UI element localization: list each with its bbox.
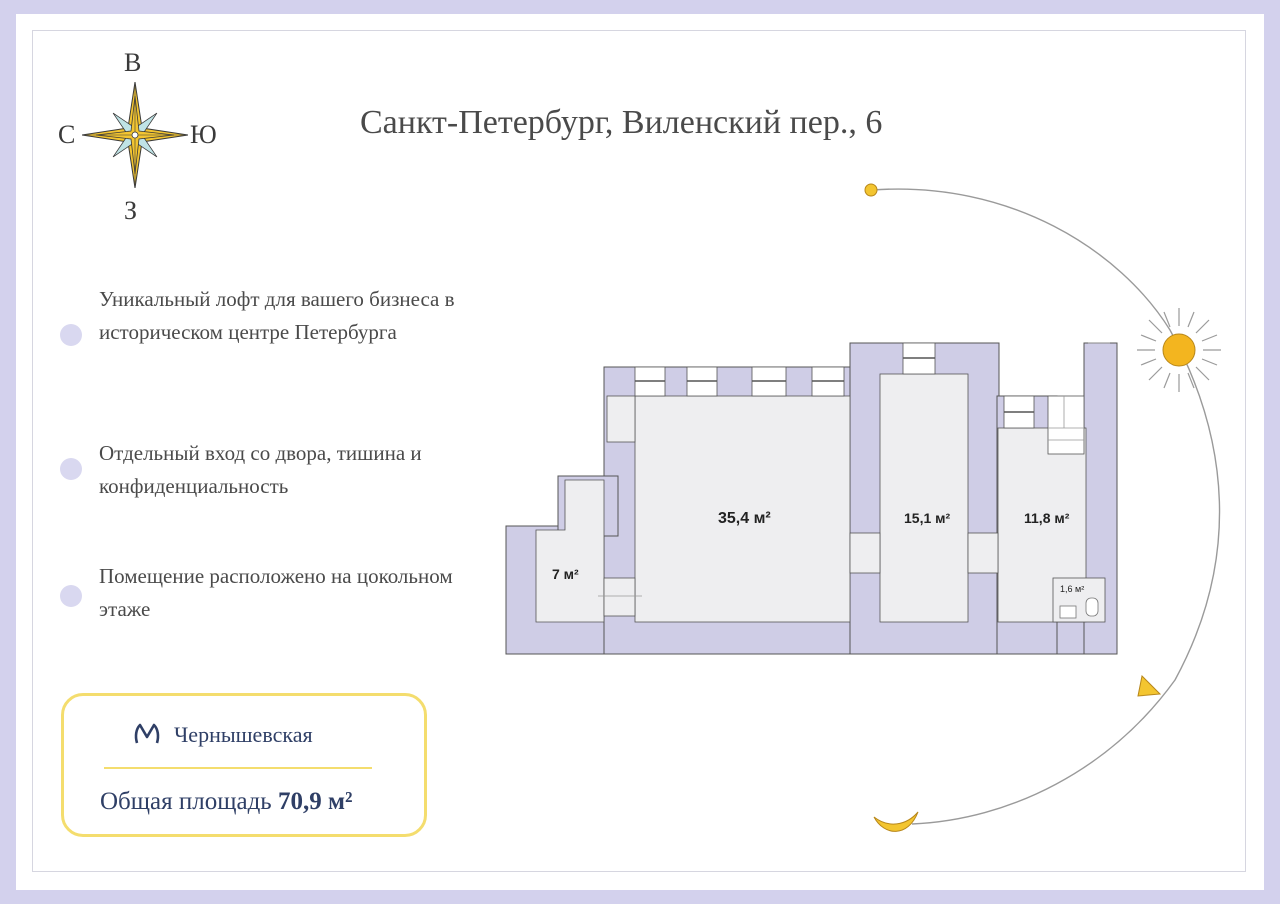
inner-frame xyxy=(32,30,1246,872)
total-area: Общая площадь 70,9 м² xyxy=(100,788,352,816)
bullet-dot xyxy=(60,324,82,346)
compass-north: В xyxy=(124,48,142,77)
toilet-icon xyxy=(1085,597,1099,617)
compass: В С Ю З xyxy=(56,48,217,228)
compass-east: Ю xyxy=(190,120,217,149)
total-area-value: 70,9 м² xyxy=(277,788,353,815)
feature-item-3: Помещение расположено на цокольном этаже xyxy=(60,560,460,630)
metro-station-name: Чернышевская xyxy=(174,722,313,747)
feature-item-2: Отдельный вход со двора, тишина и конфид… xyxy=(60,437,460,507)
compass-south: З xyxy=(124,196,138,225)
room-area-middle: 15,1 м² xyxy=(904,510,951,526)
total-area-label: Общая площадь xyxy=(100,788,272,815)
room-area-bathroom: 1,6 м² xyxy=(1060,584,1085,594)
bullet-dot xyxy=(60,458,82,480)
info-divider xyxy=(104,767,372,769)
room-area-small: 7 м² xyxy=(552,566,579,582)
sink-icon xyxy=(1059,605,1077,619)
direction-arrow-icon xyxy=(1137,674,1162,697)
compass-west: С xyxy=(58,120,76,149)
start-point-icon xyxy=(864,183,878,197)
feature-text: Помещение расположено на цокольном этаже xyxy=(99,564,453,621)
info-box: Чернышевская Общая площадь 70,9 м² xyxy=(61,693,427,837)
moon-icon xyxy=(873,811,919,832)
feature-text: Уникальный лофт для вашего бизнеса в ист… xyxy=(99,287,455,344)
feature-text: Отдельный вход со двора, тишина и конфид… xyxy=(99,441,422,498)
metro-icon xyxy=(134,723,160,744)
feature-item-1: Уникальный лофт для вашего бизнеса в ист… xyxy=(60,283,460,383)
page-title: Санкт-Петербург, Виленский пер., 6 xyxy=(360,104,883,141)
compass-star-icon xyxy=(82,82,188,188)
sun-icon xyxy=(1137,308,1221,392)
sun-path-arc xyxy=(871,188,1221,825)
bullet-dot xyxy=(60,585,82,607)
room-area-main: 35,4 м² xyxy=(718,510,771,527)
room-area-right: 11,8 м² xyxy=(1024,510,1070,526)
